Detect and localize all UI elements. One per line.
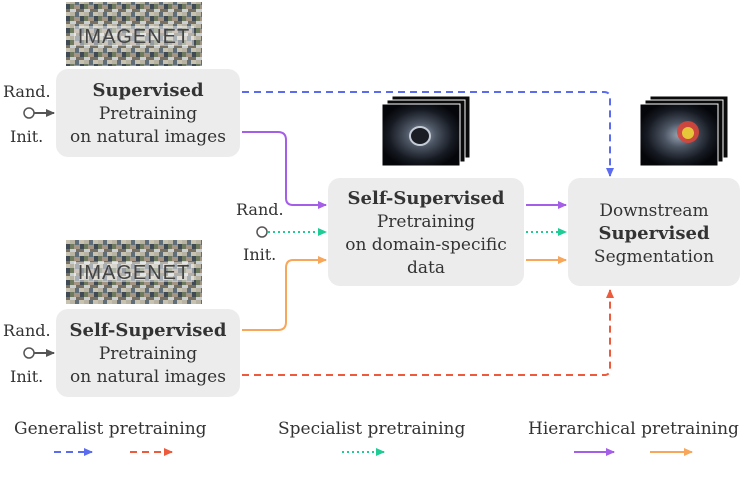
- box-supervised-natural: Supervised Pretraining on natural images: [56, 69, 240, 157]
- box-title: Supervised: [92, 80, 203, 101]
- box-line: on natural images: [70, 367, 226, 387]
- box-line: Segmentation: [594, 247, 714, 267]
- legend-generalist-label: Generalist pretraining: [14, 419, 207, 439]
- box-self-supervised-natural: Self-Supervised Pretraining on natural i…: [56, 309, 240, 397]
- rand-init-bottom: Rand. Init.: [3, 321, 55, 386]
- svg-text:Rand.: Rand.: [236, 200, 284, 219]
- svg-text:Rand.: Rand.: [3, 82, 51, 101]
- mri-stack-segmentation: [639, 95, 729, 167]
- box-self-supervised-domain: Self-Supervised Pretraining on domain-sp…: [328, 178, 524, 286]
- svg-text:Rand.: Rand.: [3, 321, 51, 340]
- rand-init-middle: Rand. Init.: [236, 200, 284, 264]
- box-line: Pretraining: [377, 212, 475, 232]
- svg-text:Init.: Init.: [10, 367, 43, 386]
- box-line: data: [407, 258, 445, 278]
- arrow-hierarchical-supervised: [242, 131, 327, 209]
- box-line: Pretraining: [99, 104, 197, 124]
- mri-stack-input: [381, 95, 471, 167]
- imagenet-text-top: IMAGENET: [78, 26, 190, 48]
- box-line: on natural images: [70, 127, 226, 147]
- box-downstream-segmentation: Downstream Supervised Segmentation: [568, 178, 740, 286]
- rand-init-top: Rand. Init.: [3, 82, 55, 146]
- legend-specialist-label: Specialist pretraining: [278, 419, 465, 439]
- arrow-generalist-self-supervised: [242, 289, 614, 376]
- svg-text:Init.: Init.: [10, 127, 43, 146]
- imagenet-text-bottom: IMAGENET: [78, 262, 190, 284]
- svg-text:Init.: Init.: [243, 245, 276, 264]
- box-title: Self-Supervised: [70, 320, 227, 341]
- imagenet-logo-top: IMAGENET: [66, 2, 202, 66]
- imagenet-logo-bottom: IMAGENET: [66, 240, 202, 304]
- box-title: Supervised: [598, 223, 709, 244]
- arrow-hierarchical-self-supervised: [242, 256, 327, 331]
- segmentation-mask-inner: [682, 127, 694, 139]
- box-title: Self-Supervised: [348, 188, 505, 209]
- box-line: on domain-specific: [345, 235, 507, 255]
- arrow-generalist-supervised: [242, 91, 614, 177]
- box-line: Pretraining: [99, 344, 197, 364]
- box-line: Downstream: [599, 201, 708, 221]
- legend: Generalist pretraining Specialist pretra…: [14, 419, 739, 456]
- legend-hierarchical-label: Hierarchical pretraining: [528, 419, 739, 439]
